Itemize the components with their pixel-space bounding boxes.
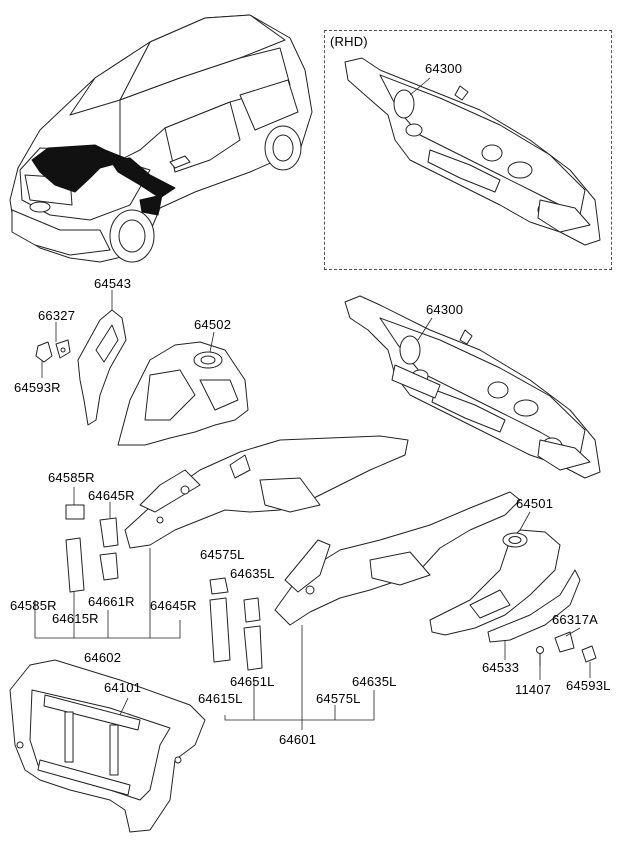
- part-label-64645R-top[interactable]: 64645R: [88, 488, 135, 503]
- part-label-64575L-top[interactable]: 64575L: [200, 547, 245, 562]
- rhd-label: (RHD): [330, 34, 368, 49]
- part-label-64585R-bottom[interactable]: 64585R: [10, 598, 57, 613]
- bracket-64543: [77, 309, 127, 426]
- part-label-64651L[interactable]: 64651L: [230, 674, 275, 689]
- part-label-64635L-bottom[interactable]: 64635L: [352, 674, 397, 689]
- part-label-64533[interactable]: 64533: [482, 660, 520, 675]
- part-label-64602[interactable]: 64602: [84, 650, 122, 665]
- part-label-64300-rhd[interactable]: 64300: [425, 61, 463, 76]
- wheel-house-64501: [429, 529, 561, 636]
- part-label-64593L[interactable]: 64593L: [566, 678, 611, 693]
- part-label-64601[interactable]: 64601: [279, 732, 317, 747]
- dash-panel: [344, 295, 601, 479]
- bracket-64533: [487, 569, 581, 643]
- part-label-64645R-bottom[interactable]: 64645R: [150, 598, 197, 613]
- vehicle-illustration: [9, 14, 313, 263]
- leader-lines: [34, 77, 591, 730]
- part-label-64615R[interactable]: 64615R: [52, 611, 99, 626]
- fasteners-left: [536, 631, 597, 666]
- part-label-64502[interactable]: 64502: [194, 317, 232, 332]
- bracket-66327: [35, 339, 71, 363]
- member-reinforcements-64601: [209, 577, 263, 671]
- rhd-variant-box: [324, 30, 612, 270]
- part-label-64543[interactable]: 64543: [94, 276, 132, 291]
- wheel-house-64502: [117, 341, 249, 446]
- part-label-64585R-top[interactable]: 64585R: [48, 470, 95, 485]
- part-label-64501[interactable]: 64501: [516, 496, 554, 511]
- part-label-64593R[interactable]: 64593R: [14, 380, 61, 395]
- part-label-64101[interactable]: 64101: [104, 680, 142, 695]
- radiator-support-64101: [9, 659, 206, 833]
- side-member-64601: [274, 491, 521, 626]
- part-label-64635L-top[interactable]: 64635L: [230, 566, 275, 581]
- part-label-66317A[interactable]: 66317A: [552, 612, 599, 627]
- part-label-66327[interactable]: 66327: [38, 308, 76, 323]
- dash-panel-rhd: [344, 57, 601, 246]
- part-label-64615L[interactable]: 64615L: [198, 691, 243, 706]
- member-reinforcements-64602: [65, 504, 119, 593]
- part-label-64661R[interactable]: 64661R: [88, 594, 135, 609]
- side-member-64602: [124, 435, 409, 549]
- part-label-64575L-bottom[interactable]: 64575L: [316, 691, 361, 706]
- part-label-11407[interactable]: 11407: [515, 682, 552, 697]
- part-label-64300[interactable]: 64300: [426, 302, 464, 317]
